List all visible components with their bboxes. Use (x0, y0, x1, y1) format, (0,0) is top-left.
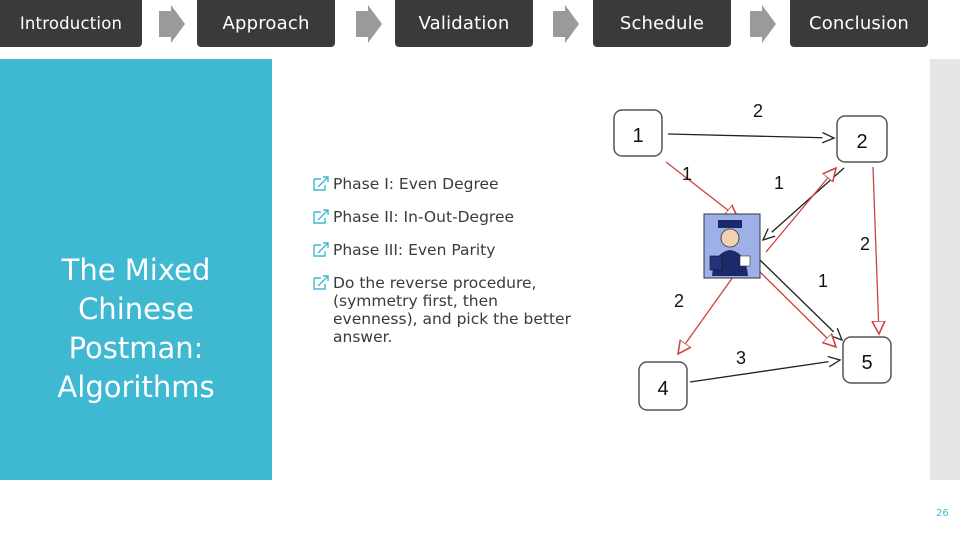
svg-text:1: 1 (632, 125, 643, 147)
chevron-right-icon (750, 5, 776, 43)
bullet-text: Phase I: Even Degree (333, 175, 499, 193)
chevron-right-icon (159, 5, 185, 43)
title-line: Algorithms (57, 370, 215, 404)
chevron-right-icon (553, 5, 579, 43)
bullet-item: Phase III: Even Parity (312, 241, 572, 259)
bullet-arrow-icon (313, 275, 329, 290)
title-line: Chinese (78, 292, 194, 326)
bullet-arrow-icon (313, 209, 329, 224)
bullet-list: Phase I: Even Degree Phase II: In-Out-De… (312, 175, 572, 361)
svg-text:5: 5 (861, 352, 872, 374)
slide-title: The Mixed Chinese Postman: Algorithms (0, 251, 272, 407)
svg-text:4: 4 (657, 378, 668, 400)
graph-node: 5 (842, 336, 892, 384)
edge-weight: 1 (818, 271, 828, 291)
svg-text:2: 2 (856, 131, 867, 153)
edge-weight: 1 (774, 173, 784, 193)
bullet-item: Do the reverse procedure, (symmetry firs… (312, 274, 572, 346)
bullet-arrow-icon (313, 176, 329, 191)
bullet-text: Phase III: Even Parity (333, 241, 496, 259)
graph-node: 2 (836, 115, 888, 163)
title-line: Postman: (68, 331, 204, 365)
side-bar (930, 59, 960, 480)
edge-weight: 1 (682, 164, 692, 184)
edge-weight: 2 (753, 101, 763, 121)
title-panel: The Mixed Chinese Postman: Algorithms (0, 59, 272, 480)
bullet-item: Phase II: In-Out-Degree (312, 208, 572, 226)
postman-avatar (703, 213, 761, 279)
nav-tab-schedule[interactable]: Schedule (593, 0, 731, 47)
edge-weight: 3 (736, 348, 746, 368)
chevron-right-icon (356, 5, 382, 43)
nav-tab-validation[interactable]: Validation (395, 0, 533, 47)
edge-weight: 2 (860, 234, 870, 254)
graph-node: 4 (638, 361, 688, 411)
postman-graph: 1 2 4 5 2 1 1 2 1 2 3 (613, 101, 892, 411)
nav-tab-approach[interactable]: Approach (197, 0, 335, 47)
edge-weight: 2 (674, 291, 684, 311)
graph-node: 1 (613, 109, 663, 157)
nav-tab-conclusion[interactable]: Conclusion (790, 0, 928, 47)
bullet-text: Do the reverse procedure, (symmetry firs… (333, 274, 571, 346)
title-line: The Mixed (61, 253, 211, 287)
bullet-arrow-icon (313, 242, 329, 257)
page-number: 26 (936, 508, 949, 519)
bullet-item: Phase I: Even Degree (312, 175, 572, 193)
nav-tab-introduction[interactable]: Introduction (0, 0, 142, 47)
bullet-text: Phase II: In-Out-Degree (333, 208, 515, 226)
